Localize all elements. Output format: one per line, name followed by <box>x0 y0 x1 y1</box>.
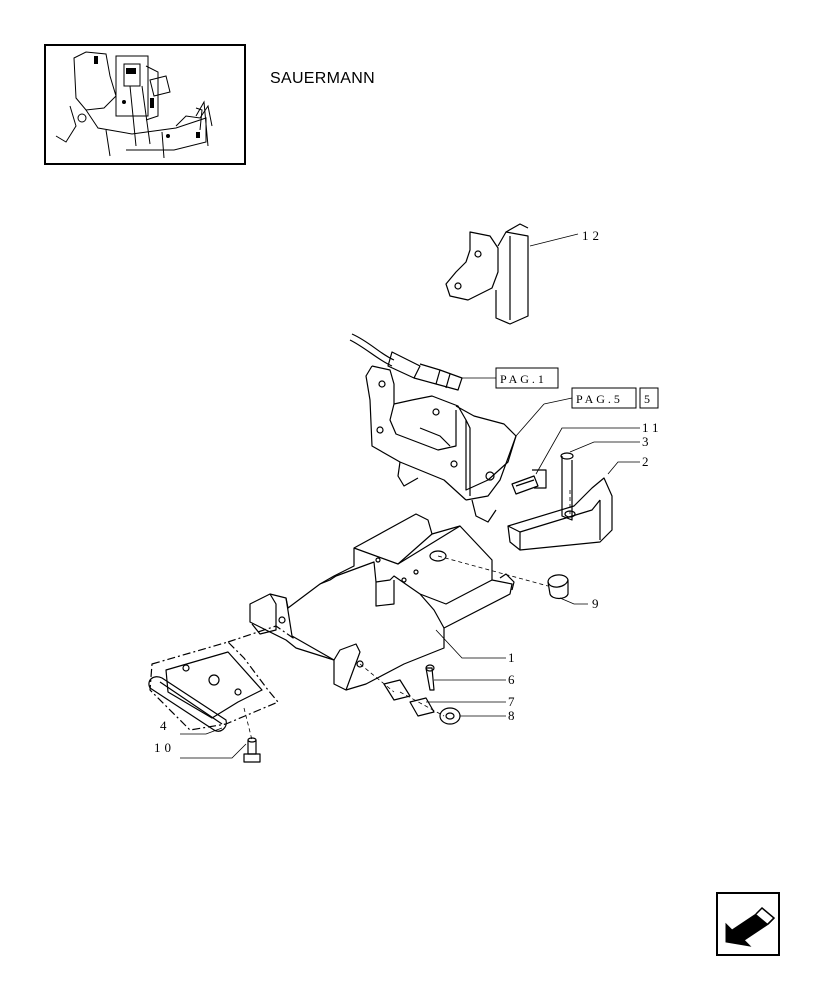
tractor-thumbnail-image <box>55 51 213 159</box>
main-bracket <box>365 365 517 523</box>
back-navigation-button[interactable] <box>716 892 780 956</box>
leader-11 <box>535 427 640 475</box>
leader-pag5 <box>515 403 545 437</box>
reference-pag5-label: PAG.5 <box>576 392 623 406</box>
part-7-sleeve <box>383 679 435 717</box>
reference-pag1-label: PAG.1 <box>500 372 547 386</box>
leader-9 <box>559 597 588 605</box>
leader-1 <box>435 629 506 659</box>
leader-3 <box>569 441 640 453</box>
part-4-hinge-plate <box>148 625 297 732</box>
callout-12: 12 <box>582 228 603 243</box>
callout-2: 2 <box>642 454 653 469</box>
part-1-frame <box>249 513 515 691</box>
brand-label: SAUERMANN <box>270 70 375 87</box>
part-11-bolt <box>511 469 547 495</box>
callout-1: 1 <box>508 650 519 665</box>
callout-7: 7 <box>508 694 519 709</box>
reference-pag5-number: 5 <box>644 392 653 406</box>
leader-10 <box>180 743 247 759</box>
reference-pag1[interactable]: PAG.1 <box>495 367 559 389</box>
part-6-split-pin <box>425 664 435 691</box>
part-10-bolt <box>243 737 261 763</box>
callout-3: 3 <box>642 434 653 449</box>
callout-11: 11 <box>642 420 663 435</box>
callout-4: 4 <box>160 718 171 733</box>
part-2-hook <box>507 477 613 551</box>
callout-10: 10 <box>154 740 175 755</box>
reference-pag5[interactable]: PAG.5 5 <box>571 387 659 409</box>
part-9-plug <box>547 574 569 600</box>
back-arrow-icon <box>725 906 776 947</box>
callout-6: 6 <box>508 672 519 687</box>
part-8-washer <box>439 707 461 725</box>
leader-12 <box>529 233 579 247</box>
callout-8: 8 <box>508 708 519 723</box>
leader-2 <box>607 461 640 475</box>
callout-9: 9 <box>592 596 603 611</box>
leader-4 <box>180 727 223 735</box>
overview-thumbnail <box>44 44 246 165</box>
cable-connector <box>349 333 463 391</box>
part-12-bracket <box>445 223 529 325</box>
